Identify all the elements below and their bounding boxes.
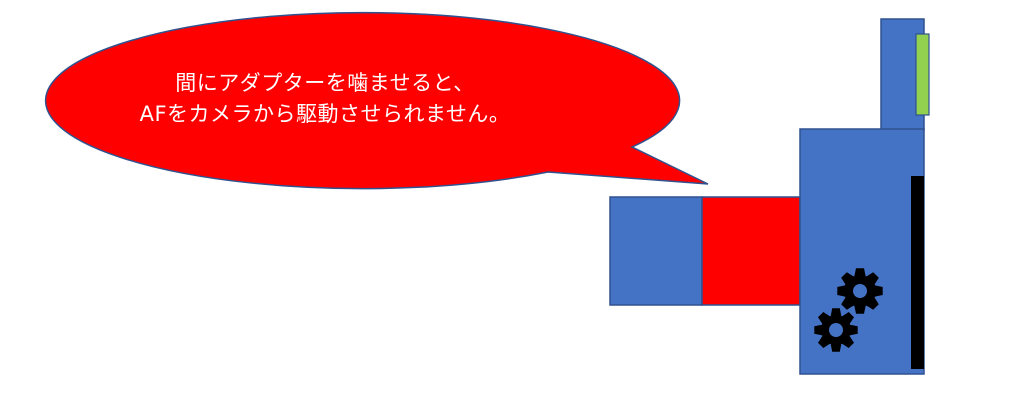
speech-bubble [44, 11, 709, 190]
speech-bubble-line-2: AFをカメラから駆動させられません。 [139, 102, 511, 126]
gear-hole [853, 284, 867, 298]
speech-bubble-text: 間にアダプターを噛ませると、 AFをカメラから駆動させられません。 [90, 68, 560, 130]
speech-bubble-line-1: 間にアダプターを噛ませると、 [175, 71, 475, 95]
hotshoe-indicator [915, 33, 930, 116]
adapter-block [701, 196, 801, 306]
gear-icon [814, 308, 858, 352]
camera-body [799, 128, 925, 375]
speech-bubble-shape [44, 11, 709, 190]
gear-icon [837, 268, 883, 314]
lens-block [609, 196, 703, 306]
gear-hole [829, 323, 843, 337]
sensor-strip [911, 176, 924, 369]
